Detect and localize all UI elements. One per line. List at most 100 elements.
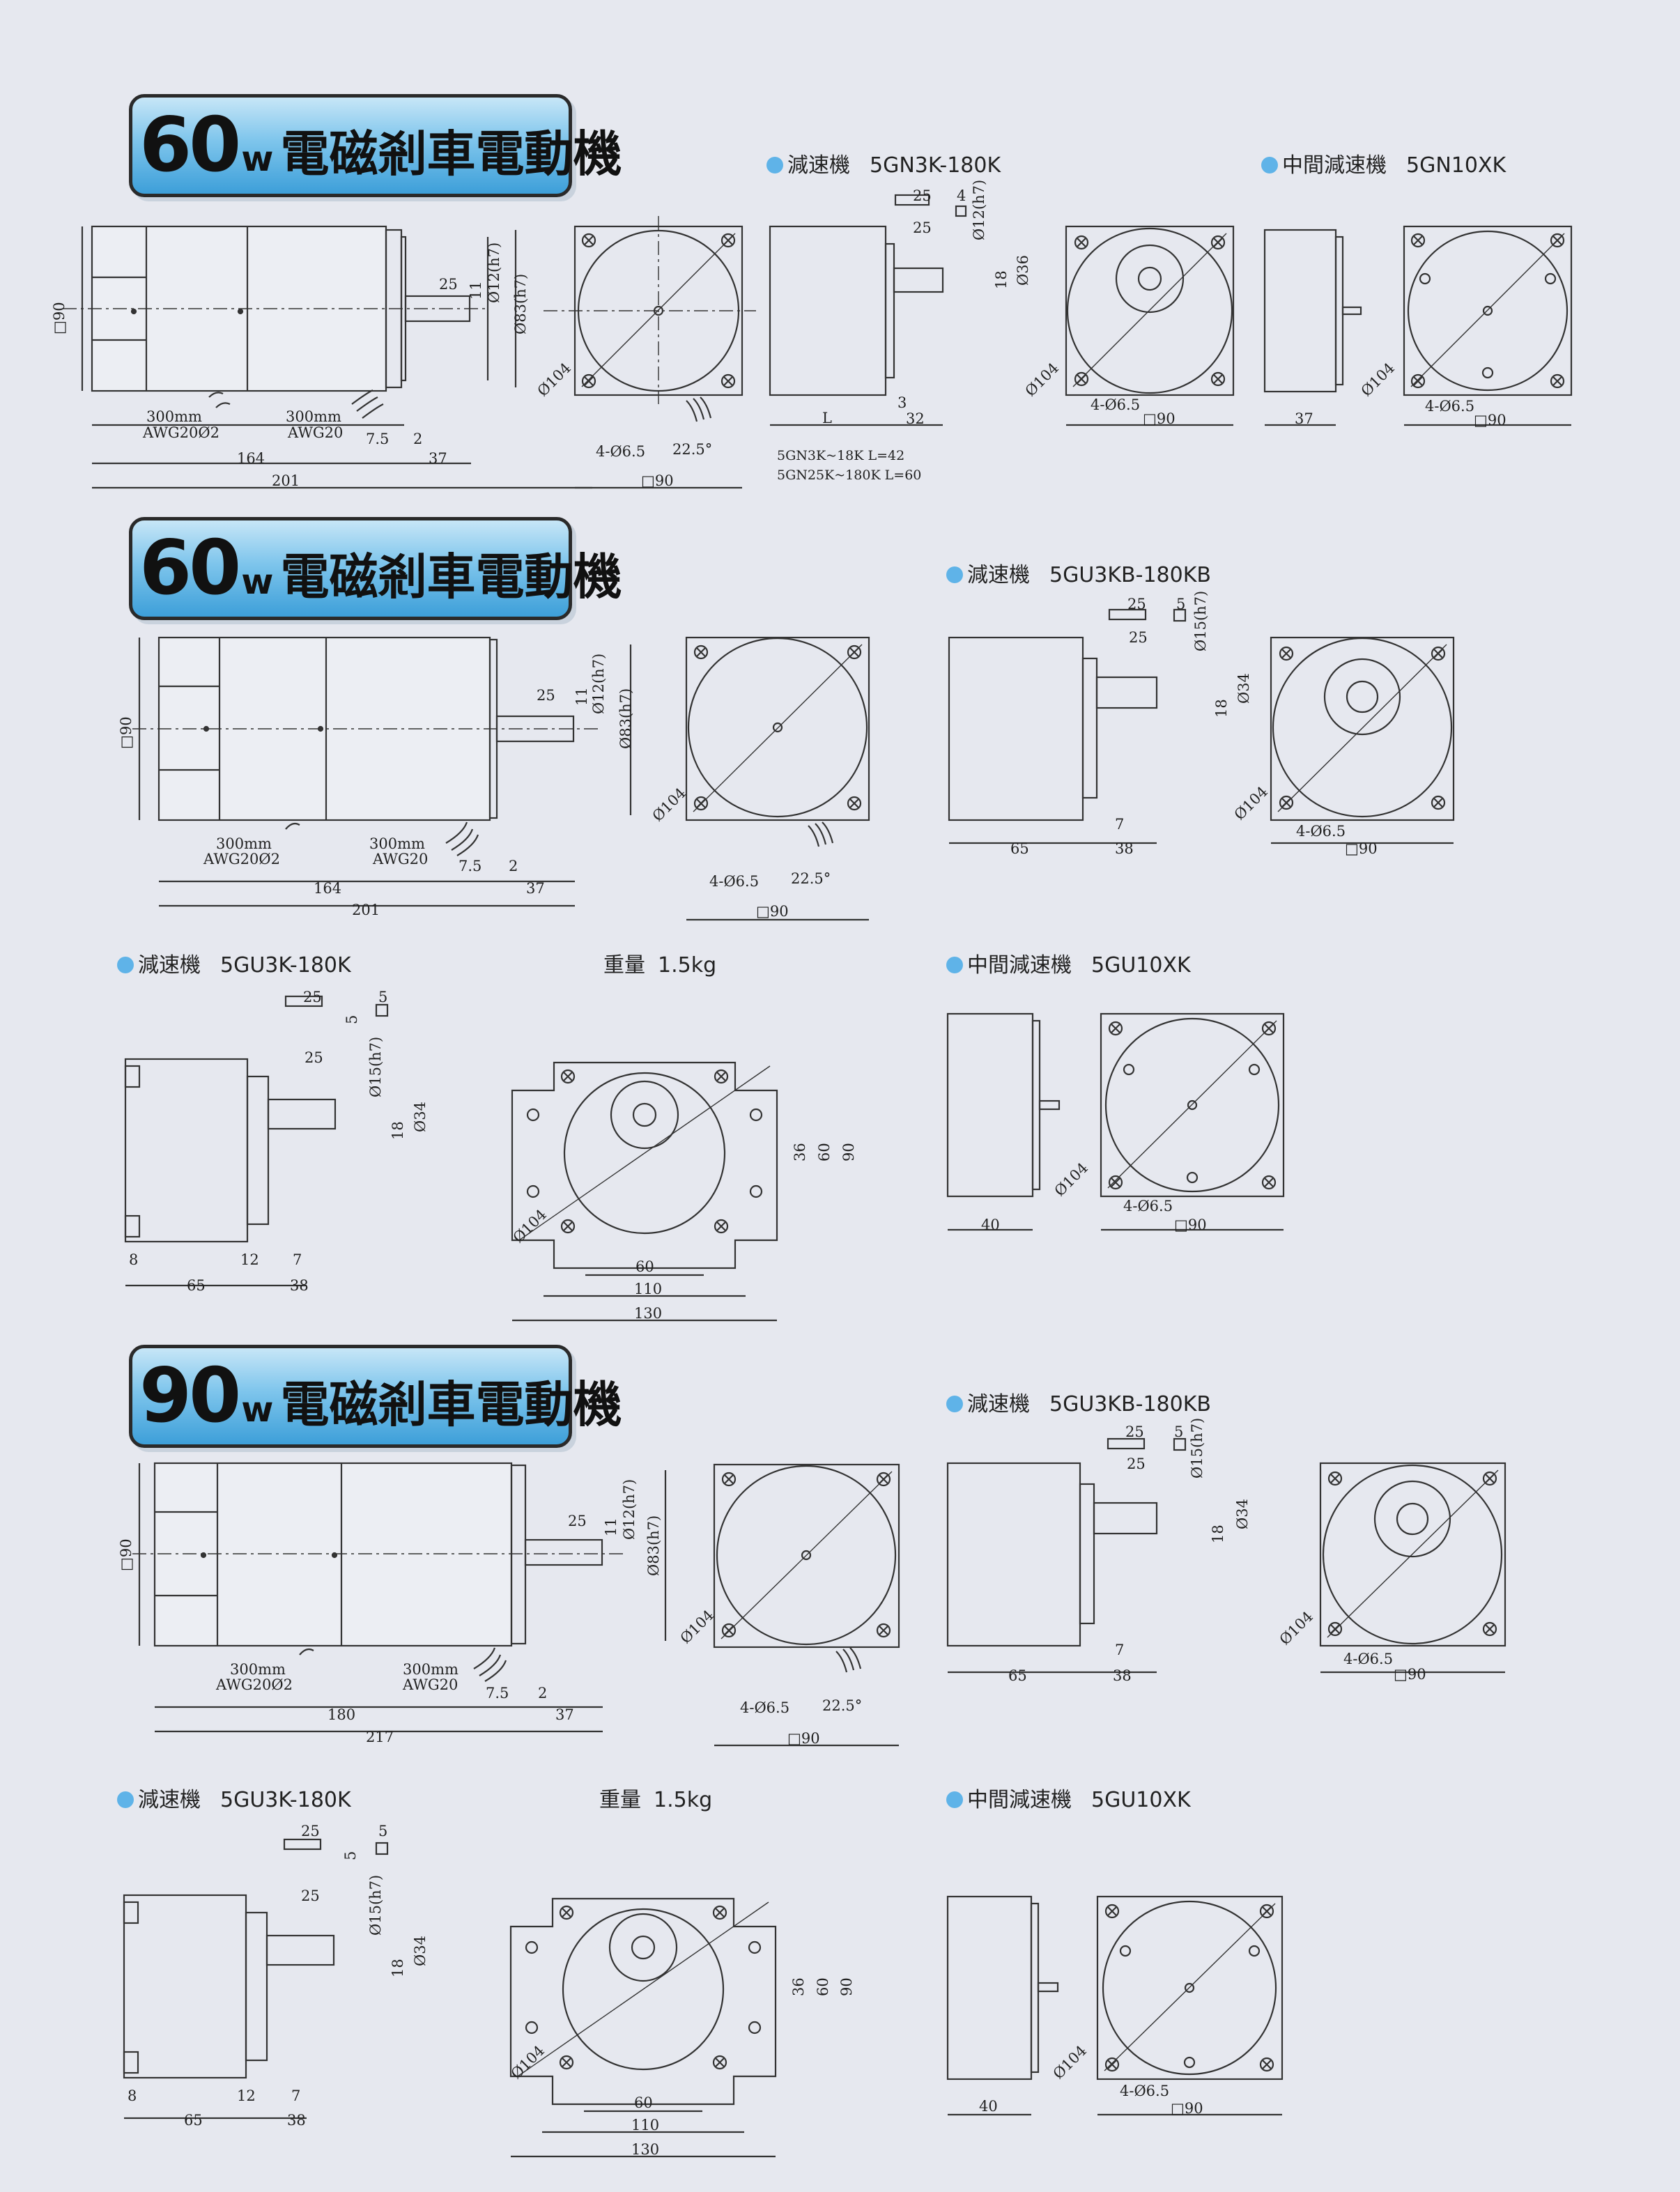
dim: 90 [838,1977,855,1996]
dim: 300mm [230,1661,286,1678]
label-name: 重量 [599,1788,641,1812]
dim: Ø104 [534,360,574,399]
dim: 37 [555,1706,574,1723]
label-model: 5GU3KB-180KB [1049,563,1211,587]
dim: 25 [1127,596,1146,612]
label-model: 5GN3K-180K [870,153,1001,178]
dim: 25 [537,687,555,704]
dim: 36 [792,1143,808,1161]
dim: 60 [816,1143,833,1161]
dim: Ø34 [412,1936,429,1966]
dim: 37 [429,450,447,467]
bullet-icon [117,1791,134,1808]
dim: 5GN25K~180K L=60 [777,468,921,483]
dim: 8 [128,2087,137,2104]
dim: Ø34 [412,1102,429,1132]
banner-title: 電磁剎車電動機 [280,548,622,605]
dim: 5 [378,989,387,1005]
bullet-icon [946,957,963,973]
dim: 7.5 [366,431,389,447]
dim: 4-Ø6.5 [1425,398,1474,415]
dim: 60 [635,1258,654,1275]
label-model: 5GU3K-180K [220,953,351,978]
gearbox-front-view-3 [1319,1462,1506,1674]
dim: Ø12(h7) [486,242,502,303]
label-name: 重量 [603,953,645,978]
dim: 2 [538,1685,547,1701]
gearbox-5gu3k-front-view-1 [511,1061,778,1322]
gearbox-front-view-2 [1270,636,1455,844]
dim: □90 [787,1730,820,1747]
dim: 40 [979,2098,998,2115]
dim: Ø12(h7) [590,654,607,714]
dim: 65 [187,1277,206,1294]
dim: 7.5 [486,1685,509,1701]
dim: □90 [1143,410,1176,427]
intermediate-front-view-3 [1096,1895,1284,2116]
dim: AWG20Ø2 [215,1676,293,1693]
dim: 5 [344,1015,360,1024]
dim: 4-Ø6.5 [1091,396,1140,413]
dim: 5 [1174,1423,1183,1440]
dim: Ø104 [1022,360,1062,399]
dim: Ø15(h7) [1192,591,1209,651]
motor-side-view-3 [132,1462,667,1733]
dim: 38 [1115,840,1134,857]
dim: 18 [390,1121,406,1140]
dim: 4-Ø6.5 [596,443,645,460]
dim: Ø83(h7) [617,688,634,749]
motor-side-view-2 [132,636,632,907]
dim: 25 [913,219,932,236]
dim: 3 [897,394,907,411]
dim: 110 [631,2117,659,2133]
dim: 38 [290,1277,309,1294]
gearbox-5gu3k-side-view-2 [123,1838,389,2120]
dim: 7 [293,1251,302,1268]
dim: □90 [1345,840,1378,857]
label-name: 減速機 [787,153,850,178]
dim: Ø104 [1277,1608,1316,1648]
dim: 11 [573,687,590,706]
dim: 40 [981,1217,1000,1233]
intermediate-side-view-2 [946,1012,1061,1231]
label-model: 5GU3KB-180KB [1049,1392,1211,1417]
dim: Ø12(h7) [621,1479,638,1540]
dim: 25 [439,276,458,293]
dim: Ø34 [1234,1499,1251,1529]
dim: 300mm [146,408,202,425]
dim: 130 [634,1305,662,1322]
dim: 11 [468,281,484,300]
label-gearbox-5gn3k: 減速機 5GN3K-180K [766,148,1001,178]
dim: 18 [993,270,1010,289]
dim: □90 [1174,1217,1207,1233]
dim: 60 [634,2094,653,2111]
dim: 300mm [369,835,425,852]
dim: 18 [1210,1525,1226,1543]
dim: □90 [118,1538,134,1571]
dim: 4-Ø6.5 [1296,823,1346,840]
dim: 25 [1127,1456,1146,1472]
dim: 65 [1008,1667,1027,1684]
label-name: 中間減速機 [967,953,1072,978]
dim: 65 [1010,840,1029,857]
dim: 2 [413,431,422,447]
dim: 201 [272,472,300,489]
dim: 25 [568,1513,587,1529]
dim: □90 [641,472,674,489]
dim: □90 [1474,412,1506,429]
dim: 22.5° [791,870,831,887]
dim: 60 [815,1977,831,1996]
dim: 18 [390,1959,406,1977]
intermediate-front-view-1 [1403,225,1573,426]
gearbox-side-view-3 [946,1437,1187,1674]
dim: Ø104 [1051,1159,1091,1199]
bullet-icon [766,157,783,173]
dim: AWG20Ø2 [142,424,219,441]
dim: 8 [129,1251,138,1268]
dim: □90 [51,302,68,334]
dim: 37 [1295,410,1313,427]
